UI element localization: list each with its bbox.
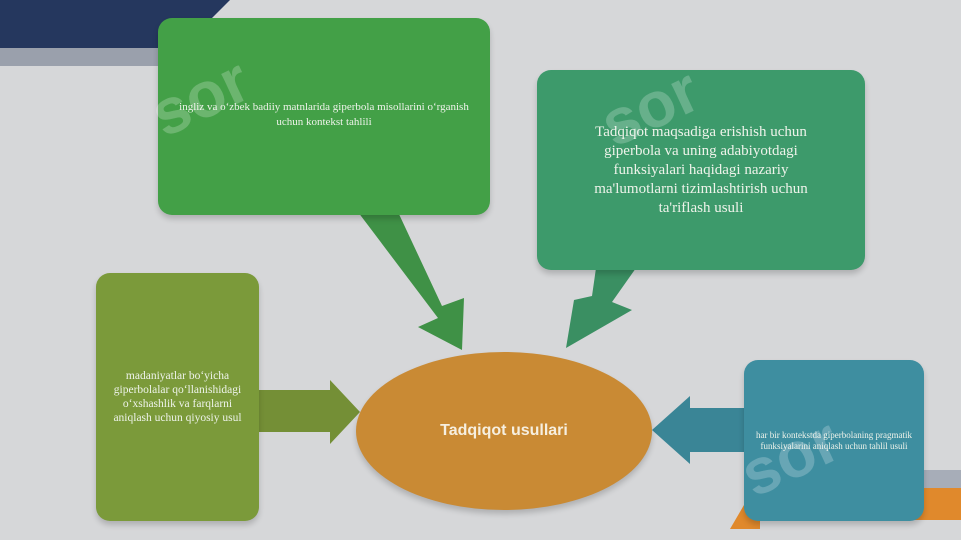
method-text: har bir kontekstda giperbolaning pragmat…	[756, 429, 912, 451]
arrow-box1-to-center	[358, 212, 464, 350]
method-box-descriptive: Tadqiqot maqsadiga erishish uchun giperb…	[537, 70, 865, 270]
method-box-context-analysis: ingliz va o‘zbek badiiy matnlarida giper…	[158, 18, 490, 215]
method-box-comparative: madaniyatlar bo‘yicha giperbolalar qo‘ll…	[96, 273, 259, 521]
center-label: Tadqiqot usullari	[440, 422, 568, 439]
method-box-analysis: har bir kontekstda giperbolaning pragmat…	[744, 360, 924, 521]
arrow-box4-to-center	[652, 396, 746, 464]
method-text: ingliz va o‘zbek badiiy matnlarida giper…	[179, 101, 469, 128]
method-text: madaniyatlar bo‘yicha giperbolalar qo‘ll…	[113, 370, 242, 424]
arrow-box3-to-center	[258, 380, 360, 444]
arrow-box2-to-center	[566, 268, 636, 348]
method-text: Tadqiqot maqsadiga erishish uchun giperb…	[594, 123, 808, 216]
top-left-grey-bar	[0, 48, 210, 66]
center-node: Tadqiqot usullari	[356, 352, 652, 510]
